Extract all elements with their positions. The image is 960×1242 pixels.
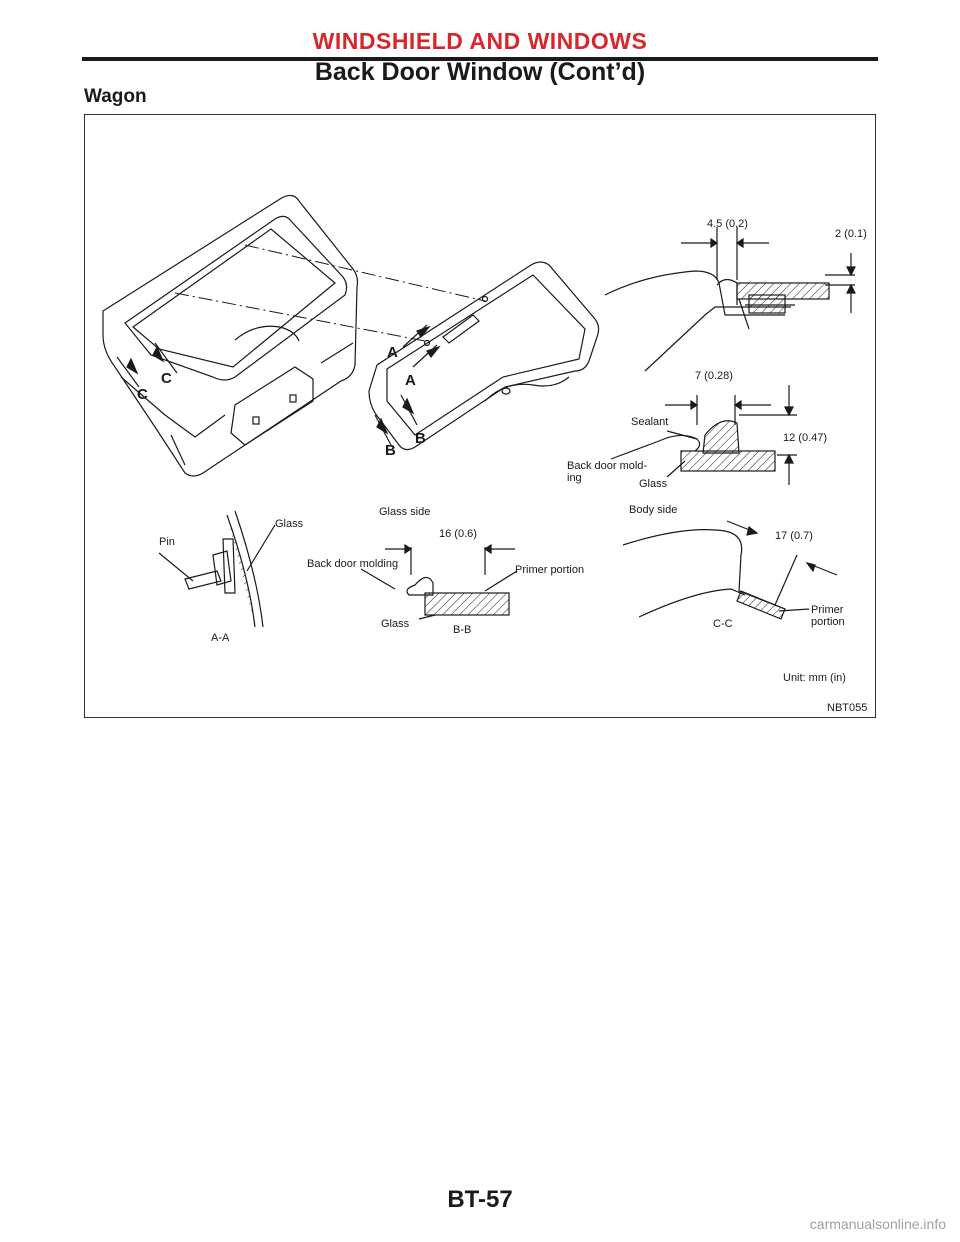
- bb-glass-side-label: Glass side: [379, 506, 430, 518]
- label-molding-line1: Back door mold-: [567, 460, 647, 472]
- dim-4-5: 4.5 (0.2): [707, 218, 748, 230]
- figure-id: NBT055: [827, 702, 867, 714]
- bb-caption: B-B: [453, 624, 471, 636]
- cc-dim-17: 17 (0.7): [775, 530, 813, 542]
- marker-b-2: B: [415, 430, 426, 447]
- bb-primer-label: Primer portion: [515, 564, 584, 576]
- section-c-c: [622, 520, 838, 620]
- header-rule: [82, 57, 878, 61]
- dim-7: 7 (0.28): [695, 370, 733, 382]
- cc-body-side-label: Body side: [629, 504, 677, 516]
- cc-primer-line2: portion: [811, 616, 845, 628]
- back-door-panel: [102, 194, 359, 477]
- aa-pin-label: Pin: [159, 536, 175, 548]
- cc-primer-line1: Primer: [811, 604, 844, 616]
- detail-sealant: [610, 385, 797, 485]
- marker-a-2: A: [405, 372, 416, 389]
- cc-caption: C-C: [713, 618, 733, 630]
- marker-b-1: B: [385, 442, 396, 459]
- page-number: BT-57: [447, 1186, 513, 1213]
- dim-12: 12 (0.47): [783, 432, 827, 444]
- back-door-window-figure: C C B B A A 4.5 (0.2) 2: [84, 114, 876, 718]
- dim-2: 2 (0.1): [835, 228, 867, 240]
- page-title: Back Door Window (Cont’d): [314, 58, 646, 86]
- marker-c-2: C: [161, 370, 172, 387]
- label-glass-mid: Glass: [639, 478, 668, 490]
- figure-drawing: C C B B A A 4.5 (0.2) 2: [102, 194, 867, 714]
- marker-c-1: C: [137, 386, 148, 403]
- label-sealant: Sealant: [631, 416, 668, 428]
- bb-glass-label: Glass: [381, 618, 410, 630]
- section-b-b: [360, 543, 518, 620]
- subsection-title: Wagon: [84, 86, 147, 107]
- marker-a-1: A: [387, 344, 398, 361]
- bb-molding-label: Back door molding: [307, 558, 398, 570]
- detail-top-right: [604, 227, 856, 372]
- back-door-glass: [368, 261, 600, 451]
- bb-dim-16: 16 (0.6): [439, 528, 477, 540]
- aa-glass-label: Glass: [275, 518, 304, 530]
- projection-lines: [174, 244, 486, 342]
- section-a-a: [158, 510, 276, 628]
- unit-note: Unit: mm (in): [783, 672, 846, 684]
- label-molding-line2: ing: [567, 472, 582, 484]
- section-title: WINDSHIELD AND WINDOWS: [312, 28, 648, 54]
- section-markers: [116, 324, 441, 446]
- aa-caption: A-A: [211, 632, 230, 644]
- watermark: carmanualsonline.info: [809, 1216, 946, 1232]
